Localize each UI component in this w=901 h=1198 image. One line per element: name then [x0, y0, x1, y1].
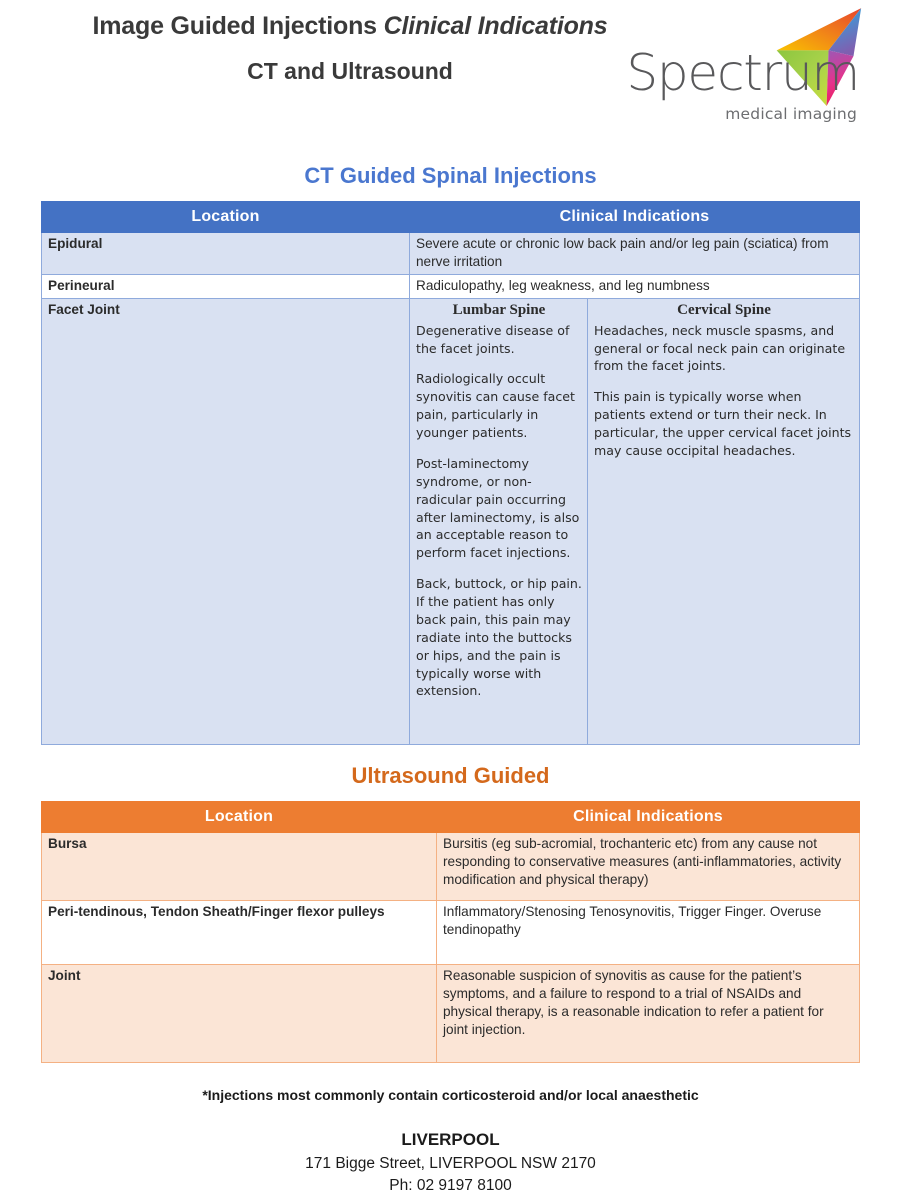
page-title-italic: Clinical Indications — [383, 12, 608, 40]
ct-facet-cervical-subheading: Cervical Spine — [677, 301, 771, 318]
ct-facet-lumbar-paragraph: Radiologically occult synovitis can caus… — [416, 371, 575, 441]
ct-facet-cervical-paragraph: This pain is typically worse when patien… — [594, 389, 852, 458]
ct-facet-lumbar-subheading: Lumbar Spine — [452, 301, 546, 318]
ct-facet-cervical-paragraph: Headaches, neck muscle spasms, and gener… — [594, 322, 846, 374]
us-section-heading: Ultrasound Guided — [351, 762, 550, 788]
us-column-header-indications: Clinical Indications — [436, 800, 860, 834]
table-header-row: Location Clinical Indications — [41, 800, 860, 834]
table-header-row: Location Clinical Indications — [41, 200, 860, 234]
ct-column-header-location: Location — [41, 200, 410, 234]
brand-wordmark: Spectrum — [626, 44, 860, 102]
us-row-location-peritendinous: Peri-tendinous, Tendon Sheath/Finger fle… — [41, 900, 437, 966]
us-row-indication-bursa: Bursitis (eg sub-acromial, trochanteric … — [436, 832, 860, 902]
us-column-header-location: Location — [41, 800, 437, 834]
ct-indications-table: Location Clinical Indications Epidural S… — [41, 200, 860, 745]
document-title-block: Image Guided Injections Clinical Indicat… — [0, 12, 700, 85]
us-row-location-joint: Joint — [41, 964, 437, 1064]
ct-row-location-facet-joint: Facet Joint — [41, 297, 410, 745]
ct-row-location-perineural: Perineural — [41, 273, 410, 299]
ct-row-location-epidural: Epidural — [41, 232, 410, 275]
us-table-header: Location Clinical Indications — [41, 800, 860, 834]
brand-logo: Spectrum medical imaging — [605, 6, 865, 134]
ct-column-header-indications: Clinical Indications — [409, 200, 860, 234]
table-row: Perineural Radiculopathy, leg weakness, … — [41, 273, 860, 299]
clinic-address-block: LIVERPOOL 171 Bigge Street, LIVERPOOL NS… — [0, 1128, 901, 1198]
us-indications-table: Location Clinical Indications Bursa Burs… — [41, 800, 860, 1064]
ct-facet-lumbar-paragraph: Degenerative disease of the facet joints… — [416, 322, 570, 356]
table-row: Facet Joint Lumbar Spine Degenerative di… — [41, 297, 860, 745]
ct-facet-lumbar-paragraph: Back, buttock, or hip pain. If the patie… — [416, 576, 582, 699]
ct-table-header: Location Clinical Indications — [41, 200, 860, 234]
injection-footnote: *Injections most commonly contain cortic… — [202, 1087, 699, 1104]
clinic-street-address: 171 Bigge Street, LIVERPOOL NSW 2170 — [305, 1154, 596, 1172]
ct-facet-cervical-cell: Cervical Spine Headaches, neck muscle sp… — [587, 297, 860, 745]
spectrum-arrow-logo-icon — [776, 8, 862, 106]
ct-facet-lumbar-cell: Lumbar Spine Degenerative disease of the… — [409, 297, 588, 745]
page-title: Image Guided Injections Clinical Indicat… — [0, 12, 700, 41]
page-title-normal: Image Guided Injections — [92, 12, 384, 40]
table-row: Peri-tendinous, Tendon Sheath/Finger fle… — [41, 900, 860, 966]
us-row-indication-joint: Reasonable suspicion of synovitis as cau… — [436, 964, 860, 1064]
table-row: Epidural Severe acute or chronic low bac… — [41, 232, 860, 275]
page-subtitle: CT and Ultrasound — [247, 58, 453, 84]
brand-tagline: medical imaging — [725, 105, 857, 123]
ct-row-indication-epidural: Severe acute or chronic low back pain an… — [409, 232, 860, 275]
ct-row-indication-perineural: Radiculopathy, leg weakness, and leg num… — [409, 273, 860, 299]
clinic-city: LIVERPOOL — [401, 1130, 500, 1150]
us-row-location-bursa: Bursa — [41, 832, 437, 902]
table-row: Joint Reasonable suspicion of synovitis … — [41, 964, 860, 1064]
us-table-body: Bursa Bursitis (eg sub-acromial, trochan… — [41, 832, 860, 1064]
us-row-indication-peritendinous: Inflammatory/Stenosing Tenosynovitis, Tr… — [436, 900, 860, 966]
ct-table-body: Epidural Severe acute or chronic low bac… — [41, 232, 860, 745]
ct-facet-lumbar-paragraph: Post-laminectomy syndrome, or non-radicu… — [416, 455, 580, 561]
clinic-phone: Ph: 02 9197 8100 — [389, 1177, 512, 1195]
table-row: Bursa Bursitis (eg sub-acromial, trochan… — [41, 832, 860, 902]
page-header: Image Guided Injections Clinical Indicat… — [0, 0, 901, 148]
ct-section-heading: CT Guided Spinal Injections — [304, 163, 597, 188]
